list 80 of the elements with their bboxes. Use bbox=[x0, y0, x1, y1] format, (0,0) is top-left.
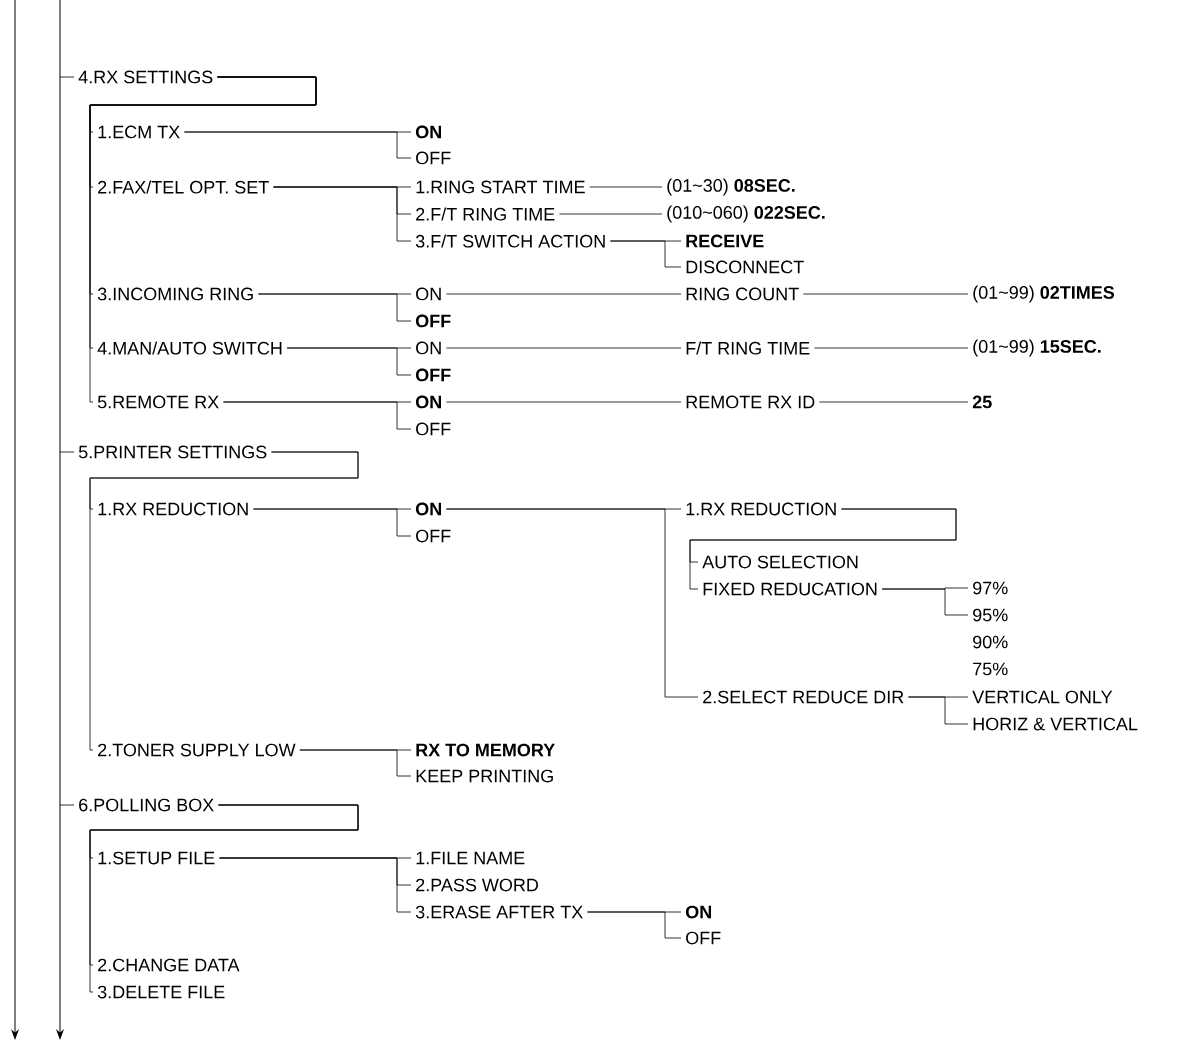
menu-item: HORIZ & VERTICAL bbox=[973, 717, 1138, 731]
menu-item: AUTO SELECTION bbox=[702, 555, 858, 569]
menu-item: KEEP PRINTING bbox=[416, 769, 553, 783]
connector-line bbox=[814, 347, 969, 349]
connector-line bbox=[908, 696, 969, 725]
connector-line bbox=[559, 213, 663, 215]
connector-line bbox=[219, 857, 412, 913]
menu-item: 3.F/T SWITCH ACTION bbox=[415, 234, 605, 248]
connector-line bbox=[610, 240, 682, 268]
connector-line bbox=[589, 186, 663, 188]
menu-item: 6.POLLING BOX bbox=[79, 798, 214, 812]
menu-item: 1.RX REDUCTION bbox=[98, 502, 248, 516]
connector-line bbox=[273, 186, 412, 242]
menu-item: ON bbox=[415, 502, 441, 516]
menu-item: 3.INCOMING RING bbox=[97, 287, 253, 301]
menu-item: (01~30) 08SEC. bbox=[667, 178, 795, 196]
connector-line bbox=[803, 293, 969, 295]
menu-item: (010~060) 022SEC. bbox=[667, 205, 825, 223]
menu-item: 1.SETUP FILE bbox=[98, 851, 215, 865]
menu-item: 4.RX SETTINGS bbox=[78, 70, 213, 84]
menu-item: 1.FILE NAME bbox=[416, 851, 525, 865]
menu-item: OFF bbox=[416, 151, 451, 165]
menu-item: RECEIVE bbox=[686, 234, 764, 248]
menu-item: ON bbox=[416, 287, 441, 301]
connector-line bbox=[59, 76, 75, 78]
connector-line bbox=[286, 347, 412, 376]
menu-item: DISCONNECT bbox=[686, 260, 804, 274]
menu-item: 3.DELETE FILE bbox=[97, 985, 225, 999]
connector-line bbox=[89, 76, 317, 403]
connector-line bbox=[299, 749, 412, 777]
menu-item: 1.RX REDUCTION bbox=[686, 502, 836, 516]
connector-line bbox=[253, 508, 412, 537]
menu-item: 3.ERASE AFTER TX bbox=[415, 905, 583, 919]
connector-line bbox=[819, 401, 969, 403]
menu-item: VERTICAL ONLY bbox=[972, 690, 1113, 704]
menu-item: 95% bbox=[973, 608, 1008, 622]
menu-item: 5.PRINTER SETTINGS bbox=[78, 445, 267, 459]
menu-item: FIXED REDUCATION bbox=[703, 582, 877, 596]
menu-item: OFF bbox=[416, 422, 451, 436]
menu-item: RX TO MEMORY bbox=[416, 743, 555, 757]
menu-item: 1.RING START TIME bbox=[416, 180, 585, 194]
connector-line bbox=[446, 347, 682, 349]
connector-line bbox=[59, 451, 75, 453]
menu-item: ON bbox=[415, 125, 441, 139]
menu-item: OFF bbox=[415, 314, 451, 328]
connector-line bbox=[446, 293, 682, 295]
menu-item: OFF bbox=[686, 931, 721, 945]
menu-item: OFF bbox=[416, 529, 451, 543]
menu-item: OFF bbox=[415, 368, 451, 382]
menu-item: REMOTE RX ID bbox=[686, 395, 815, 409]
menu-item: 25 bbox=[972, 395, 992, 409]
connector-line bbox=[258, 293, 412, 322]
connector-line bbox=[59, 804, 75, 806]
menu-item: 2.F/T RING TIME bbox=[416, 207, 555, 221]
connector-line bbox=[587, 911, 682, 939]
menu-item: 75% bbox=[973, 662, 1008, 676]
menu-item: 4.MAN/AUTO SWITCH bbox=[97, 341, 282, 355]
menu-item: (01~99) 02TIMES bbox=[973, 285, 1115, 303]
connector-line bbox=[223, 401, 412, 430]
menu-item: 90% bbox=[973, 635, 1008, 649]
connector-line bbox=[446, 508, 699, 698]
menu-item: 2.SELECT REDUCE DIR bbox=[703, 690, 904, 704]
menu-item: 2.FAX/TEL OPT. SET bbox=[98, 180, 269, 194]
connector-line bbox=[184, 131, 412, 159]
connector-line bbox=[881, 588, 969, 616]
menu-item: 5.REMOTE RX bbox=[97, 395, 219, 409]
menu-item: ON bbox=[416, 341, 441, 355]
menu-item: 1.ECM TX bbox=[98, 125, 180, 139]
menu-item: F/T RING TIME bbox=[686, 341, 810, 355]
menu-item: 97% bbox=[973, 581, 1008, 595]
menu-item: (01~99) 15SEC. bbox=[973, 339, 1101, 357]
connector-line bbox=[446, 401, 682, 403]
connector-line bbox=[89, 451, 359, 751]
menu-item: 2.TONER SUPPLY LOW bbox=[98, 743, 296, 757]
connector-line bbox=[689, 508, 957, 590]
menu-item: RING COUNT bbox=[686, 287, 799, 301]
menu-item: ON bbox=[685, 905, 711, 919]
menu-item: 2.CHANGE DATA bbox=[98, 958, 240, 972]
menu-item: ON bbox=[415, 395, 441, 409]
menu-item: 2.PASS WORD bbox=[416, 878, 539, 892]
